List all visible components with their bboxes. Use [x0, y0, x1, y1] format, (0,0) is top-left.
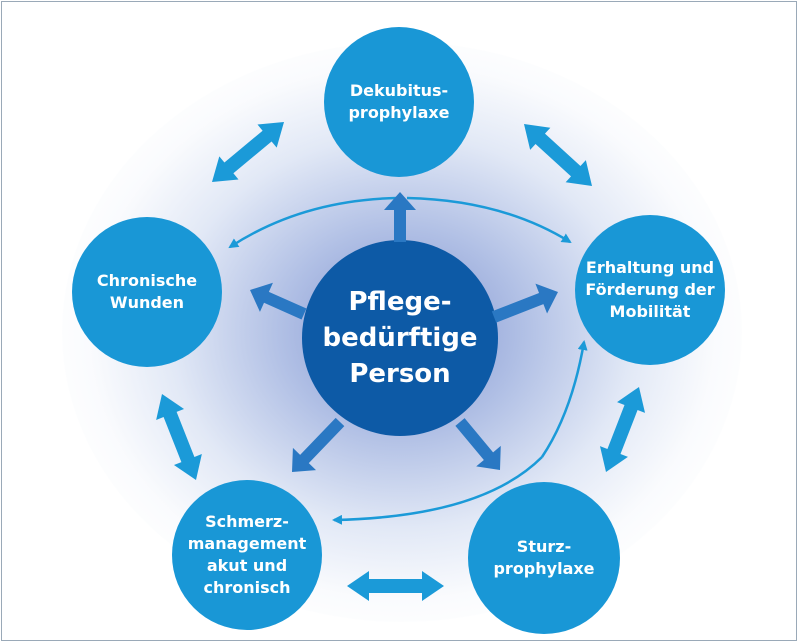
node-schmerz-label: Schmerz- management akut und chronisch	[187, 512, 307, 597]
double-arrow-sturz-schmerz	[347, 571, 444, 601]
double-arrow-mobilitaet-sturz	[599, 387, 646, 472]
node-schmerz: Schmerz- management akut und chronisch	[172, 480, 322, 630]
node-sturz-label: Sturz- prophylaxe	[493, 537, 595, 578]
center-arrow-right	[491, 283, 559, 323]
double-arrow-dekubitus-mobilitaet	[524, 124, 592, 187]
center-arrow-down-left	[292, 417, 345, 473]
center-node: Pflege- bedürftige Person	[302, 240, 498, 436]
node-mobilitaet-label: Erhaltung und Förderung der Mobilität	[585, 258, 715, 321]
center-node-label: Pflege- bedürftige Person	[322, 287, 478, 389]
node-mobilitaet: Erhaltung und Förderung der Mobilität	[575, 215, 725, 365]
node-sturz: Sturz- prophylaxe	[468, 482, 620, 634]
thin-arc-left-arrow	[228, 196, 398, 249]
double-arrow-wunden-dekubitus	[212, 121, 285, 182]
thin-arc-bottom-left-arrow	[332, 456, 543, 525]
center-arrow-down-right	[455, 418, 501, 470]
node-wunden-label: Chronische Wunden	[96, 271, 198, 312]
node-dekubitus: Dekubitus- prophylaxe	[324, 27, 474, 177]
double-arrow-wunden-schmerz	[156, 394, 202, 481]
thin-arc-right-arrow	[406, 196, 572, 244]
node-dekubitus-label: Dekubitus- prophylaxe	[348, 81, 450, 122]
center-arrow-up	[384, 192, 416, 242]
center-arrow-left	[250, 282, 307, 320]
node-wunden: Chronische Wunden	[72, 217, 222, 367]
thin-arc-bottom-right-arrow	[540, 340, 588, 458]
